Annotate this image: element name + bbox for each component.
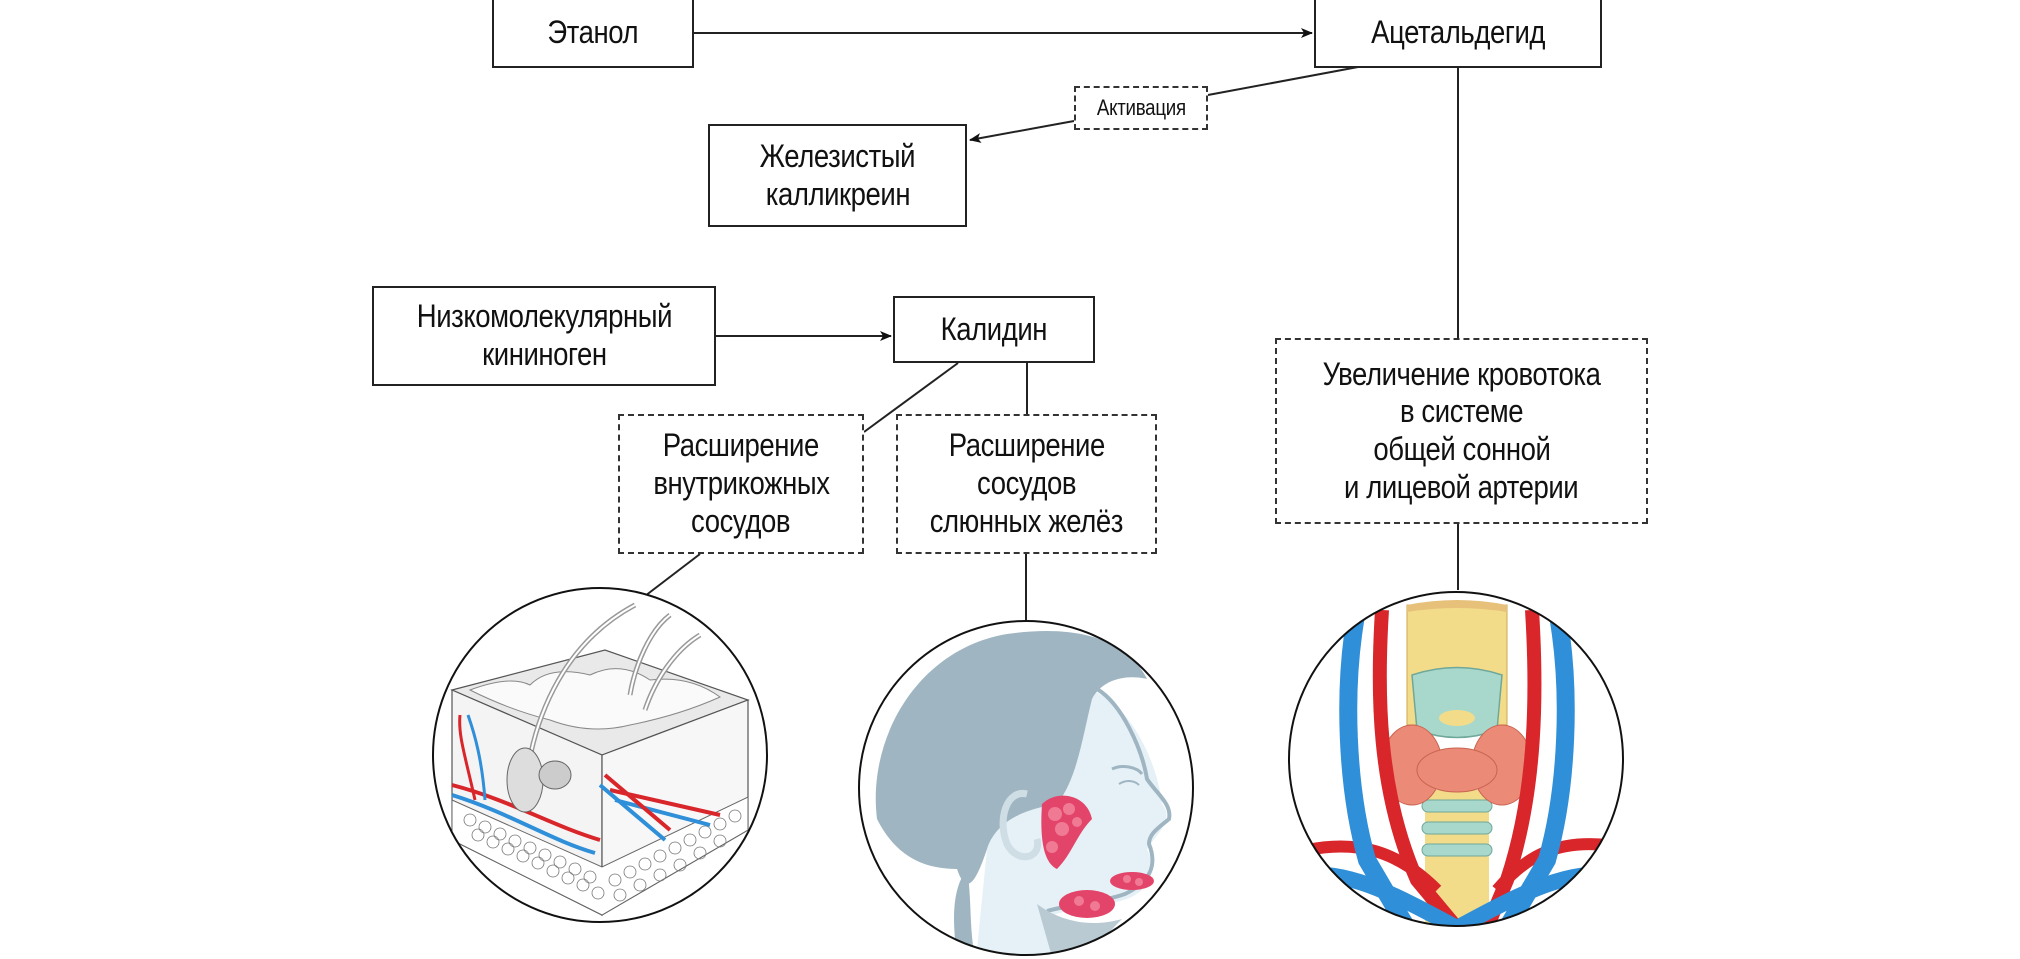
edge-kallidin-skin bbox=[863, 362, 959, 433]
node-ethanol-label: Этанол bbox=[547, 14, 639, 51]
node-bloodflow-line-2: в системе bbox=[1399, 393, 1524, 430]
node-kininogen-line-1: Низкомолекулярный bbox=[416, 298, 672, 335]
parotid-gland bbox=[1041, 795, 1092, 869]
neck-illustration bbox=[1288, 591, 1624, 927]
node-skin-line-3: сосудов bbox=[691, 502, 791, 539]
node-kallikrein-line-2: калликреин bbox=[765, 175, 910, 212]
thyroid-gland bbox=[1381, 724, 1533, 806]
skin-illustration bbox=[432, 587, 768, 923]
node-glandular-kallikrein: Железистый калликреин bbox=[708, 124, 967, 227]
sublingual-gland bbox=[1110, 872, 1154, 890]
node-kallidin-label: Калидин bbox=[940, 310, 1048, 347]
head-illustration bbox=[858, 620, 1194, 956]
edge-activation-kallikrein bbox=[969, 120, 1075, 143]
node-ethanol: Этанол bbox=[492, 0, 694, 68]
node-skin-line-1: Расширение bbox=[662, 427, 820, 464]
node-lmw-kininogen: Низкомолекулярный кининоген bbox=[372, 286, 716, 386]
node-bloodflow-line-4: и лицевой артерии bbox=[1344, 468, 1579, 505]
node-skin-vessel-dilation: Расширение внутрикожных сосудов bbox=[618, 414, 864, 554]
node-salivary-line-2: сосудов bbox=[977, 465, 1076, 502]
node-activation-label: Активация bbox=[1096, 95, 1186, 121]
node-acetaldehyde-label: Ацетальдегид bbox=[1371, 14, 1545, 51]
node-bloodflow-line-1: Увеличение кровотока bbox=[1322, 355, 1601, 392]
node-acetaldehyde: Ацетальдегид bbox=[1314, 0, 1602, 68]
node-kininogen-line-2: кининоген bbox=[481, 336, 607, 372]
node-kallidin: Калидин bbox=[893, 296, 1095, 363]
edge-acetaldehyde-activation bbox=[1207, 66, 1359, 96]
node-skin-line-2: внутрикожных bbox=[652, 465, 830, 502]
edge-skin-illustration bbox=[644, 553, 701, 597]
node-bloodflow-line-3: общей сонной bbox=[1372, 431, 1550, 467]
node-salivary-vessel-dilation: Расширение сосудов слюнных желёз bbox=[896, 414, 1157, 554]
fat-cells bbox=[463, 809, 742, 902]
submandibular-gland bbox=[1059, 890, 1115, 918]
node-activation: Активация bbox=[1074, 86, 1208, 130]
node-salivary-line-3: слюнных желёз bbox=[929, 502, 1124, 539]
node-salivary-line-1: Расширение bbox=[948, 427, 1105, 464]
node-kallikrein-line-1: Железистый bbox=[759, 137, 916, 174]
node-blood-flow-increase: Увеличение кровотока в системе общей сон… bbox=[1275, 338, 1648, 524]
